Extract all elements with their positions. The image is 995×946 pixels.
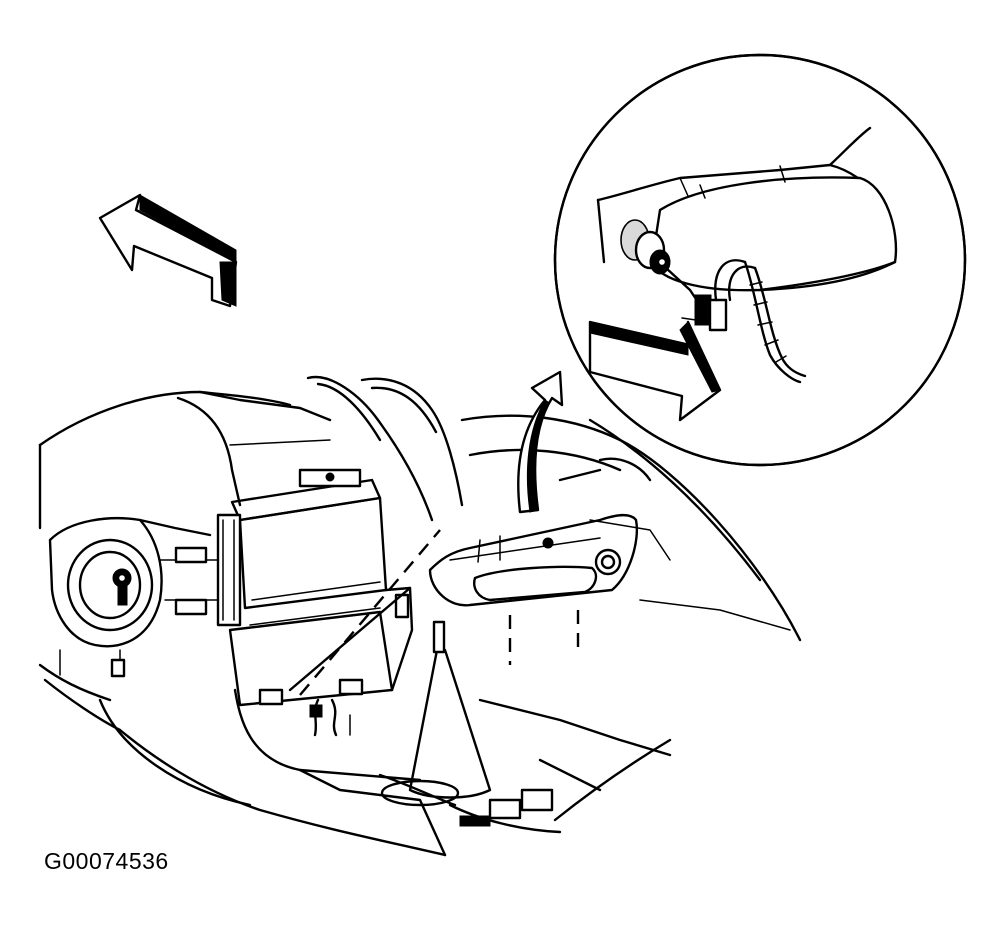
radio-stack bbox=[216, 468, 414, 737]
trim-bezel-panel bbox=[288, 513, 639, 696]
steering-column bbox=[48, 517, 241, 678]
interior-trim-lines bbox=[558, 457, 671, 561]
floor-console bbox=[233, 620, 672, 857]
forward-direction-arrow-icon bbox=[98, 193, 238, 308]
figure-id-label: G00074536 bbox=[44, 848, 169, 874]
removal-curved-arrow-icon bbox=[517, 370, 564, 514]
detail-inset bbox=[553, 53, 967, 467]
instrument-panel-outline bbox=[38, 375, 802, 857]
